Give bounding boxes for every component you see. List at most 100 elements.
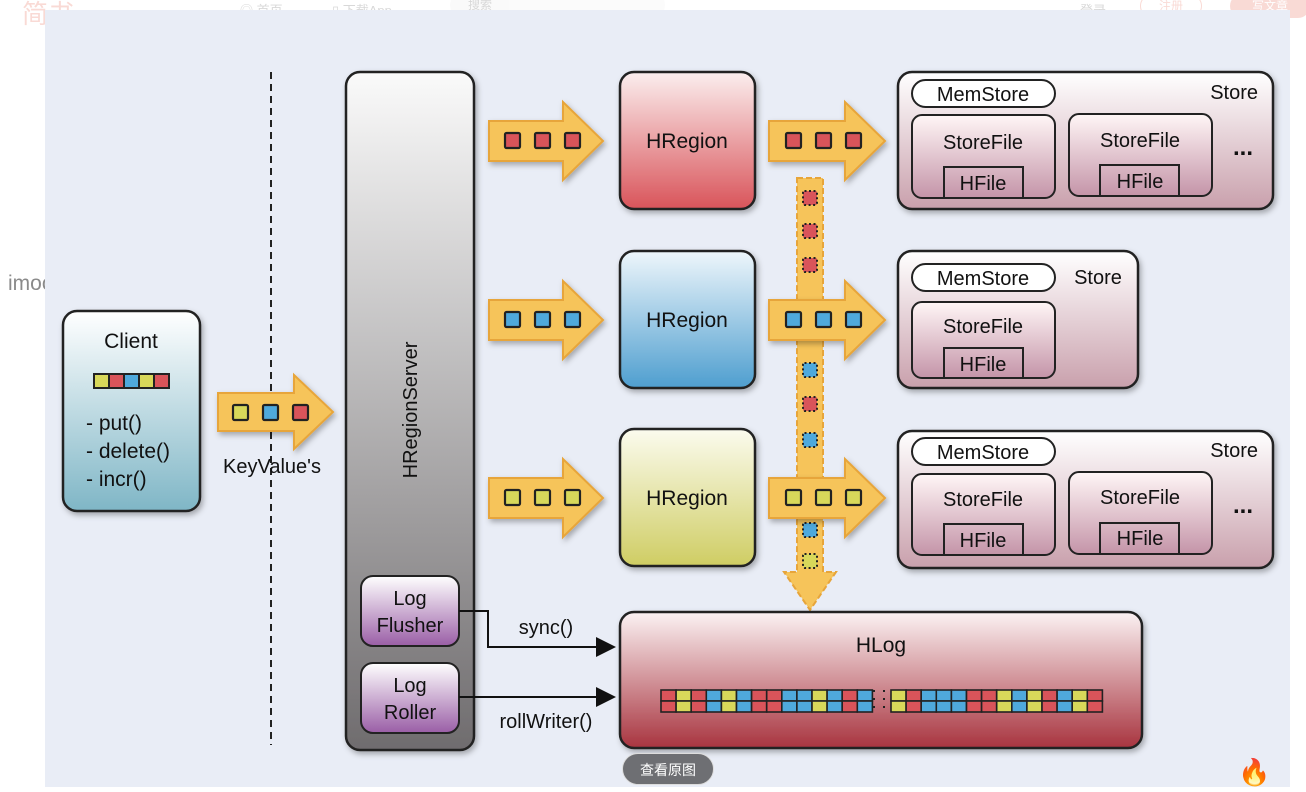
yellow-keyvalue-cell <box>784 488 803 507</box>
yellow-log-entry <box>811 689 828 702</box>
store-label: Store <box>1210 440 1258 462</box>
red-log-entry <box>980 700 998 713</box>
red-keyvalue-cell <box>802 223 818 239</box>
red-log-entry <box>1041 700 1058 713</box>
yellow-log-entry <box>720 689 738 702</box>
view-original-button[interactable]: 查看原图 <box>622 753 714 785</box>
hfile-label: HFile <box>1117 528 1164 550</box>
red-log-entry <box>980 689 998 702</box>
blue-keyvalue-cell <box>261 403 280 422</box>
keyvalue-arrow <box>217 372 335 452</box>
blue-log-entry <box>920 689 938 702</box>
wal-stream-arrow <box>782 177 838 612</box>
log-roller-label: Log <box>393 675 426 697</box>
blue-keyvalue-cell <box>123 373 140 389</box>
blue-log-entry <box>950 689 968 702</box>
blue-keyvalue-cell <box>533 310 552 329</box>
red-log-entry <box>765 689 783 702</box>
hfile-label: HFile <box>1117 171 1164 193</box>
yellow-log-entry <box>675 689 692 702</box>
wal-stream-shape <box>782 177 838 612</box>
hlog-title: HLog <box>856 634 906 657</box>
red-log-entry <box>905 689 922 702</box>
sync-label: sync() <box>519 617 573 639</box>
corner-logo-icon: 🔥 <box>1238 757 1271 787</box>
log-flusher-label: Log <box>393 588 426 610</box>
yellow-keyvalue-cell <box>93 373 110 389</box>
hregion-label: HRegion <box>646 130 728 153</box>
blue-log-entry <box>735 689 753 702</box>
diagram-image: Client - put() - delete() - incr() KeyVa… <box>45 10 1290 787</box>
hfile-label: HFile <box>960 354 1007 376</box>
yellow-log-entry <box>1026 700 1043 713</box>
store-label: Store <box>1210 82 1258 104</box>
red-keyvalue-cell <box>802 190 818 206</box>
blue-log-entry <box>935 700 953 713</box>
red-log-entry <box>750 700 768 713</box>
hregion-label: HRegion <box>646 309 728 332</box>
region-output-arrow <box>768 278 887 362</box>
client-method: - incr() <box>86 468 147 491</box>
yellow-keyvalue-cell <box>802 553 818 569</box>
red-log-entry <box>905 700 922 713</box>
red-keyvalue-cell <box>814 131 833 150</box>
rollwriter-label: rollWriter() <box>500 711 593 733</box>
red-log-entry <box>1086 689 1104 702</box>
red-keyvalue-cell <box>802 257 818 273</box>
hregion-box-blue: HRegion <box>618 249 757 390</box>
storefile-label: StoreFile <box>943 316 1023 338</box>
more-ellipsis: ... <box>1233 492 1253 519</box>
yellow-keyvalue-cell <box>563 488 582 507</box>
blue-log-entry <box>856 700 874 713</box>
yellow-keyvalue-cell <box>533 488 552 507</box>
memstore-label: MemStore <box>937 442 1029 464</box>
blue-log-entry <box>950 700 968 713</box>
blue-keyvalue-cell <box>563 310 582 329</box>
yellow-log-entry <box>1071 689 1089 702</box>
blue-log-entry <box>705 700 723 713</box>
red-keyvalue-cell <box>844 131 863 150</box>
blue-log-entry <box>735 700 753 713</box>
store-label: Store <box>1074 267 1122 289</box>
blue-keyvalue-cell <box>814 310 833 329</box>
region-output-arrow <box>768 456 887 540</box>
blue-log-entry <box>1056 689 1073 702</box>
red-log-entry <box>841 689 859 702</box>
red-keyvalue-cell <box>108 373 125 389</box>
store-box: MemStore Store StoreFile HFile <box>896 249 1140 390</box>
blue-log-entry <box>935 689 953 702</box>
yellow-keyvalue-cell <box>503 488 522 507</box>
client-title: Client <box>104 330 158 353</box>
red-keyvalue-cell <box>291 403 310 422</box>
red-log-entry <box>965 700 983 713</box>
region-input-arrow <box>488 278 605 362</box>
memstore-label: MemStore <box>937 84 1029 106</box>
red-keyvalue-cell <box>563 131 582 150</box>
hregionserver-box: HRegionServer Log Flusher Log Roller <box>344 70 476 752</box>
yellow-log-entry <box>1071 700 1089 713</box>
client-method: - put() <box>86 412 142 435</box>
storefile-label: StoreFile <box>1100 130 1180 152</box>
region-input-arrow <box>488 99 605 183</box>
client-box: Client - put() - delete() - incr() <box>61 309 202 513</box>
blue-log-entry <box>705 689 723 702</box>
hregion-box-yellow: HRegion <box>618 427 757 568</box>
yellow-log-entry <box>1026 689 1043 702</box>
yellow-keyvalue-cell <box>231 403 250 422</box>
storefile-label: StoreFile <box>943 489 1023 511</box>
yellow-log-entry <box>995 700 1013 713</box>
yellow-log-entry <box>995 689 1013 702</box>
yellow-log-entry <box>890 700 907 713</box>
log-roller-label: Roller <box>384 702 437 724</box>
blue-log-entry <box>796 700 813 713</box>
log-flusher-box: Log Flusher <box>360 575 460 647</box>
red-log-entry <box>690 700 708 713</box>
log-roller-box: Log Roller <box>360 662 460 734</box>
region-output-arrow <box>768 99 887 183</box>
yellow-keyvalue-cell <box>844 488 863 507</box>
region-input-arrow <box>488 456 605 540</box>
red-keyvalue-cell <box>533 131 552 150</box>
hregionserver-title: HRegionServer <box>400 341 422 478</box>
blue-log-entry <box>826 700 843 713</box>
keyvalue-label: KeyValue's <box>223 456 321 478</box>
